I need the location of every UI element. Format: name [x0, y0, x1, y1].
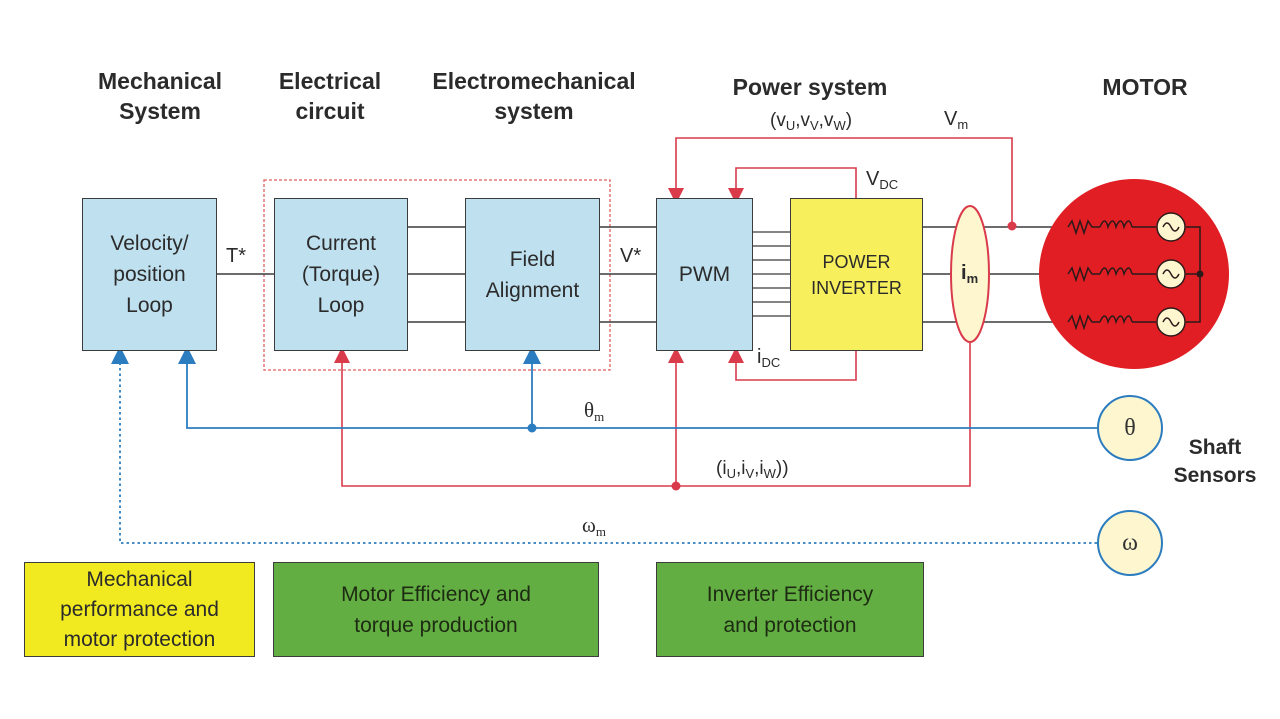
- mechanical-performance-box: Mechanical performance and motor protect…: [24, 562, 255, 657]
- velocity-position-loop-block[interactable]: Velocity/ position Loop: [82, 198, 217, 351]
- im-label: im: [961, 262, 979, 286]
- t-star-label: T*: [226, 245, 246, 267]
- vm-label: Vm: [944, 108, 969, 132]
- motor-sources: [1156, 212, 1204, 337]
- velocity-line1: Velocity/: [110, 232, 189, 255]
- header-shaft-line2: Sensors: [1173, 464, 1257, 487]
- idc-label: iDC: [757, 346, 781, 370]
- omega-m-label: ωm: [582, 513, 606, 539]
- current-line3: Loop: [317, 294, 365, 317]
- header-electromech-line2: system: [494, 98, 574, 124]
- theta-sensor-label: θ: [1124, 414, 1136, 441]
- mech-box-line1: Mechanical: [86, 567, 193, 591]
- phase-voltages-label: (vU,vV,vW): [770, 110, 853, 133]
- header-mechanical-line2: System: [119, 98, 201, 124]
- phase-currents-label: (iU,iV,iW)): [716, 458, 789, 481]
- omega-sensor-label: ω: [1122, 529, 1138, 556]
- header-motor: MOTOR: [1102, 74, 1188, 100]
- header-mechanical-line1: Mechanical: [98, 68, 222, 94]
- current-line2: (Torque): [301, 263, 381, 286]
- power-inverter-block[interactable]: POWER INVERTER: [790, 198, 923, 351]
- mech-box-line2: performance and: [60, 597, 219, 621]
- header-electrical-line2: circuit: [295, 98, 365, 124]
- field-alignment-block[interactable]: Field Alignment: [465, 198, 600, 351]
- header-electrical-line1: Electrical: [278, 68, 382, 94]
- inverter-line1: POWER: [822, 251, 891, 272]
- electrical-enclosure: [263, 179, 611, 371]
- header-electrical-circuit: Electrical circuit: [255, 66, 405, 126]
- vdc-label: VDC: [866, 168, 899, 192]
- current-sensor-ellipse: [950, 205, 990, 343]
- inv-eff-line2: and protection: [723, 613, 857, 637]
- theta-sensor[interactable]: θ: [1097, 395, 1163, 461]
- inv-eff-line1: Inverter Efficiency: [706, 582, 874, 606]
- inverter-line2: INVERTER: [811, 277, 902, 298]
- header-mechanical-system: Mechanical System: [70, 66, 250, 126]
- mech-box-line3: motor protection: [63, 627, 216, 651]
- field-line1: Field: [509, 247, 556, 271]
- current-torque-loop-block[interactable]: Current (Torque) Loop: [274, 198, 408, 351]
- theta-m-label: θm: [584, 398, 605, 424]
- header-power-system: Power system: [732, 74, 888, 100]
- pwm-label: PWM: [678, 263, 731, 286]
- omega-sensor[interactable]: ω: [1097, 510, 1163, 576]
- field-line2: Alignment: [485, 278, 580, 302]
- inverter-efficiency-box: Inverter Efficiency and protection: [656, 562, 924, 657]
- motor-eff-line1: Motor Efficiency and: [341, 582, 531, 606]
- motor-eff-line2: torque production: [354, 613, 518, 637]
- header-shaft-line1: Shaft: [1188, 436, 1242, 459]
- header-shaft-sensors: Shaft Sensors: [1160, 434, 1270, 490]
- velocity-line2: position: [113, 263, 186, 286]
- header-electromechanical-system: Electromechanical system: [414, 66, 654, 126]
- header-electromech-line1: Electromechanical: [432, 68, 636, 94]
- current-line1: Current: [305, 232, 376, 255]
- pwm-block[interactable]: PWM: [656, 198, 753, 351]
- velocity-line3: Loop: [126, 294, 173, 317]
- motor-efficiency-box: Motor Efficiency and torque production: [273, 562, 599, 657]
- v-star-label: V*: [620, 245, 642, 267]
